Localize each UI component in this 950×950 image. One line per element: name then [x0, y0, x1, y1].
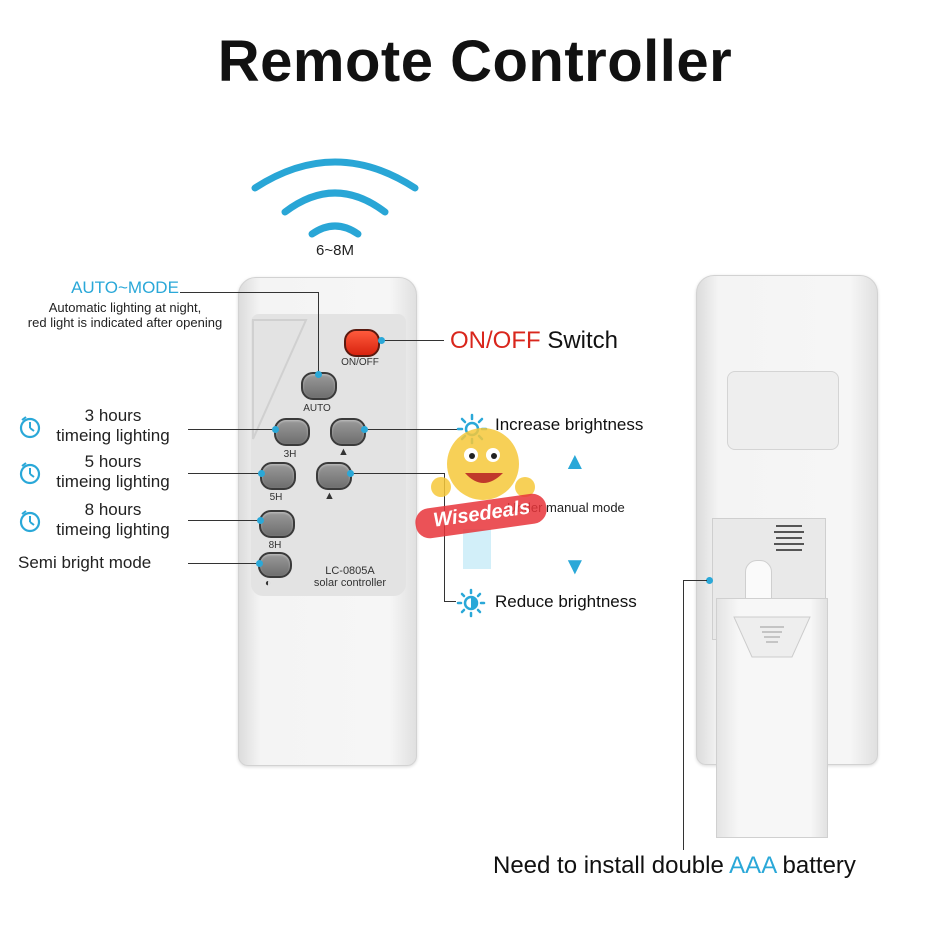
onoff-dot — [378, 337, 385, 344]
battery-contact — [745, 560, 772, 602]
3h-callout-line2: timeing lighting — [56, 426, 170, 445]
onoff-line — [382, 340, 444, 341]
auto-line-v — [318, 292, 319, 374]
signal-waves-icon — [251, 158, 419, 238]
8h-line — [188, 520, 261, 521]
onoff-button[interactable] — [344, 329, 380, 357]
auto-mode-desc-1: Automatic lighting at night, — [48, 300, 202, 315]
battery-callout-part1: Need to install double — [493, 852, 730, 879]
3h-button[interactable] — [274, 418, 310, 446]
auto-mode-callout: AUTO~MODE Automatic lighting at night, r… — [20, 278, 230, 330]
3h-dot — [272, 426, 279, 433]
reduce-line-h — [350, 473, 444, 474]
auto-mode-title-sep: ~ — [117, 278, 128, 297]
auto-mode-desc-2: red light is indicated after opening — [27, 315, 223, 330]
3h-button-label: 3H — [283, 449, 297, 460]
5h-button[interactable] — [260, 462, 296, 490]
page-title: Remote Controller — [217, 29, 733, 94]
timer-icon — [19, 462, 41, 485]
8h-button[interactable] — [259, 510, 295, 538]
battery-callout: Need to install double AAA battery — [493, 852, 856, 880]
battery-callout-part2: battery — [775, 852, 856, 879]
watermark: Wisedeals — [413, 409, 549, 569]
auto-mode-title-part2: MODE — [127, 278, 179, 297]
back-recess — [727, 371, 839, 450]
battery-callout-aaa: AAA — [729, 852, 776, 879]
button-panel — [251, 314, 406, 596]
panel-decoration — [252, 319, 308, 440]
sun-half-icon — [456, 588, 486, 618]
range-label: 6~8M — [316, 242, 354, 259]
auto-mode-title-part1: AUTO — [71, 278, 118, 297]
5h-button-label: 5H — [269, 492, 283, 503]
battery-dot — [706, 577, 713, 584]
semi-dot — [256, 560, 263, 567]
model-number: LC-0805A — [325, 565, 375, 577]
semi-bright-button[interactable] — [258, 552, 292, 578]
5h-callout-line2: timeing lighting — [56, 472, 170, 491]
increase-brightness-button[interactable] — [330, 418, 366, 446]
5h-dot — [258, 470, 265, 477]
arrow-up-icon: ▲ — [563, 448, 587, 475]
auto-button[interactable] — [301, 372, 337, 400]
8h-button-label: 8H — [268, 540, 282, 551]
onoff-callout-rest: Switch — [540, 327, 619, 354]
model-description: solar controller — [313, 577, 387, 589]
increase-dot — [361, 426, 368, 433]
5h-line — [188, 473, 262, 474]
timer-icon — [19, 416, 41, 439]
onoff-button-label: ON/OFF — [341, 357, 379, 368]
semi-bright-callout: Semi bright mode — [18, 553, 152, 572]
battery-line-h — [683, 580, 707, 581]
reduce-brightness-button[interactable] — [316, 462, 352, 490]
auto-dot — [315, 371, 322, 378]
3h-callout: 3 hours timeing lighting — [48, 406, 178, 446]
3h-callout-line1: 3 hours — [84, 406, 142, 425]
reduce-line-end — [444, 601, 456, 602]
8h-dot — [257, 517, 264, 524]
5h-callout-line1: 5 hours — [84, 452, 142, 471]
8h-callout-line1: 8 hours — [84, 500, 142, 519]
semi-line — [188, 563, 260, 564]
brightness-down-icon: ▲ — [324, 490, 335, 502]
auto-line-h — [180, 292, 318, 293]
battery-spring-icon — [774, 525, 804, 551]
arrow-down-icon: ▼ — [563, 553, 587, 580]
increase-line — [364, 429, 458, 430]
5h-callout: 5 hours timeing lighting — [48, 452, 178, 492]
model-label: LC-0805A solar controller — [300, 565, 400, 589]
3h-line — [188, 429, 276, 430]
reduce-line-v — [444, 473, 445, 601]
battery-line-v — [683, 580, 684, 850]
timer-icon — [19, 510, 41, 533]
semi-bright-icon: ◐ — [265, 578, 272, 589]
brightness-up-icon: ▲ — [338, 446, 349, 458]
reduce-callout: Reduce brightness — [495, 592, 637, 611]
reduce-dot — [347, 470, 354, 477]
onoff-callout: ON/OFF Switch — [450, 327, 618, 355]
increase-callout: Increase brightness — [495, 415, 644, 434]
smiley-mascot-icon — [431, 428, 535, 569]
8h-callout: 8 hours timeing lighting — [48, 500, 178, 540]
battery-cover-grip-icon — [733, 616, 811, 658]
8h-callout-line2: timeing lighting — [56, 520, 170, 539]
auto-button-label: AUTO — [303, 403, 331, 414]
onoff-callout-red: ON/OFF — [450, 327, 541, 354]
